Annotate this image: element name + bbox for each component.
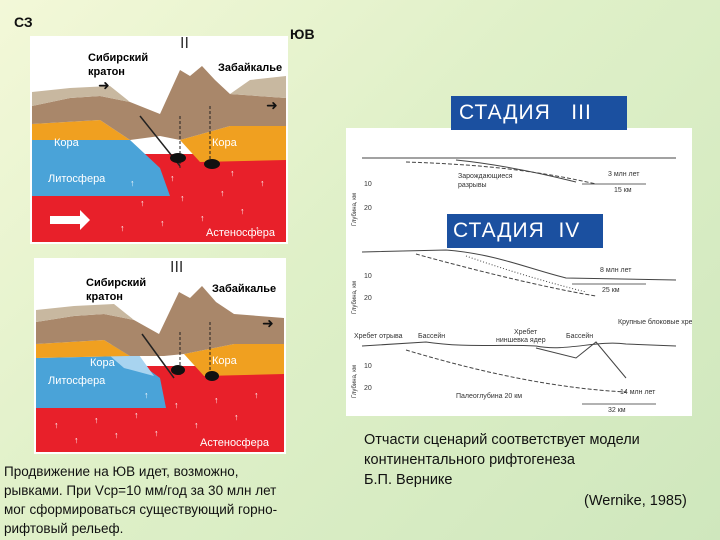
- svg-text:↑: ↑: [154, 428, 159, 438]
- zabaikalye-label: Забайкалье: [212, 283, 276, 295]
- stage-iii-box: СТАДИЯ III: [451, 96, 627, 130]
- block-diagram-stage-iii: ↑ ↑ ↑ ↑ ↑ ↑ ↑ ↑ ↑ ↑ ↑ ↑ ➜ III Сибирский кратон З…: [34, 258, 286, 454]
- svg-text:↑: ↑: [130, 178, 135, 188]
- section-stage-4: 8 млн лет 25 км 10 20 Глубина, км: [352, 249, 677, 314]
- width-2: 25 км: [602, 287, 620, 294]
- block-diagram-stage-ii: ↑↑↑ ↑↑↑ ↑↑↑ ↑↑↑ ➜ ➜ II Сибирский кратон …: [30, 36, 288, 244]
- left-line-3: мог сформироваться существующий горно-: [4, 502, 278, 517]
- note-1: Зарождающиеся: [458, 173, 513, 180]
- svg-text:↑: ↑: [74, 435, 79, 445]
- craton-label-2: кратон: [88, 66, 125, 78]
- stage-iv-box: СТАДИЯ IV: [447, 214, 603, 248]
- axis-1: Глубина, км: [352, 193, 358, 226]
- bottom-note: Палеоглубина 20 км: [456, 392, 522, 400]
- depth-20-1: 20: [364, 205, 372, 212]
- depth-20-2: 20: [364, 295, 372, 302]
- width-1: 15 км: [614, 187, 632, 194]
- svg-text:↑: ↑: [260, 178, 265, 188]
- time-1: 3 млн лет: [608, 171, 640, 178]
- blocks-label: Крупные блоковые хребты: [618, 318, 692, 326]
- section-stage-3: Зарождающиеся разрывы 3 млн лет 15 км 10…: [352, 157, 676, 226]
- svg-text:↑: ↑: [94, 415, 99, 425]
- crust-right-layer: [180, 126, 286, 162]
- lithosphere-label: Литосфера: [48, 173, 106, 185]
- stage-label-ii: II: [180, 36, 189, 52]
- svg-text:↑: ↑: [240, 206, 245, 216]
- surface-relief: [32, 66, 286, 140]
- svg-text:↑: ↑: [200, 213, 205, 223]
- svg-text:↑: ↑: [114, 430, 119, 440]
- ridge2-1: Хребет: [514, 328, 538, 336]
- svg-text:↑: ↑: [134, 410, 139, 420]
- svg-text:↑: ↑: [230, 168, 235, 178]
- se-label: ЮВ: [290, 26, 315, 42]
- width-3: 32 км: [608, 407, 626, 414]
- surface-relief: [36, 286, 284, 356]
- nw-label: СЗ: [14, 14, 33, 30]
- svg-text:↑: ↑: [194, 420, 199, 430]
- axis-3: Глубина, км: [352, 365, 358, 398]
- depth-20-3: 20: [364, 385, 372, 392]
- left-line-2: рывками. При Vср=10 мм/год за 30 млн лет: [4, 483, 277, 498]
- svg-text:↑: ↑: [174, 400, 179, 410]
- left-line-4: рифтовый рельеф.: [4, 521, 124, 536]
- time-3: 14 млн лет: [620, 389, 656, 396]
- stage-label-iii: III: [170, 259, 183, 276]
- crust-left-layer: [32, 120, 130, 140]
- svg-text:↑: ↑: [170, 173, 175, 183]
- svg-text:↑: ↑: [140, 198, 145, 208]
- arrow-right-icon: [50, 210, 90, 230]
- crust-right-label: Кора: [212, 355, 238, 367]
- ridge-label: Хребет отрыва: [354, 332, 403, 340]
- depth-10-2: 10: [364, 273, 372, 280]
- axis-2: Глубина, км: [352, 281, 358, 314]
- crust-left-label: Кора: [90, 357, 116, 369]
- asthenosphere-label: Астеносфера: [200, 437, 270, 449]
- depth-10-3: 10: [364, 363, 372, 370]
- svg-text:↑: ↑: [144, 390, 149, 400]
- motion-arrow-icon: ➜: [266, 97, 278, 113]
- note-2: разрывы: [458, 182, 487, 189]
- svg-text:➜: ➜: [98, 77, 110, 93]
- svg-text:↑: ↑: [214, 395, 219, 405]
- lithosphere-layer: [32, 140, 170, 196]
- craton-label-1: Сибирский: [86, 277, 146, 289]
- right-paragraph: Отчасти сценарий соответствует модели ко…: [364, 430, 716, 490]
- depth-10-1: 10: [364, 181, 372, 188]
- svg-text:↑: ↑: [180, 193, 185, 203]
- left-paragraph: Продвижение на ЮВ идет, возможно, рывкам…: [4, 462, 344, 538]
- crust-right-label: Кора: [212, 137, 238, 149]
- svg-text:↑: ↑: [54, 420, 59, 430]
- craton-label-2: кратон: [86, 291, 123, 303]
- left-line-1: Продвижение на ЮВ идет, возможно,: [4, 464, 239, 479]
- basin-1: Бассейн: [418, 332, 445, 340]
- craton-label-1: Сибирский: [88, 52, 148, 64]
- crust-left-layer: [36, 340, 130, 358]
- crust-right-layer: [184, 344, 284, 376]
- svg-text:↑: ↑: [254, 390, 259, 400]
- basin-2: Бассейн: [566, 332, 593, 340]
- svg-text:↑: ↑: [160, 218, 165, 228]
- svg-text:↑: ↑: [255, 224, 260, 234]
- right-line-3: Б.П. Вернике: [364, 472, 453, 488]
- zabaikalye-label: Забайкалье: [218, 62, 282, 74]
- svg-text:↑: ↑: [120, 223, 125, 233]
- wernicke-sections-panel: Зарождающиеся разрывы 3 млн лет 15 км 10…: [346, 128, 692, 416]
- time-2: 8 млн лет: [600, 267, 632, 274]
- lithosphere-label: Литосфера: [48, 375, 106, 387]
- ridge2-2: ниншевка ядер: [496, 337, 546, 344]
- right-line-1: Отчасти сценарий соответствует модели: [364, 432, 640, 448]
- asthenosphere-label: Астеносфера: [206, 227, 276, 239]
- citation: (Wernike, 1985): [584, 493, 687, 509]
- section-final: Хребет отрыва Бассейн Хребет ниншевка яд…: [352, 318, 692, 414]
- crust-left-label: Кора: [54, 137, 80, 149]
- right-line-2: континентального рифтогенеза: [364, 452, 575, 468]
- svg-text:↑: ↑: [220, 188, 225, 198]
- svg-text:↑: ↑: [234, 412, 239, 422]
- motion-arrow-icon: ➜: [262, 315, 274, 331]
